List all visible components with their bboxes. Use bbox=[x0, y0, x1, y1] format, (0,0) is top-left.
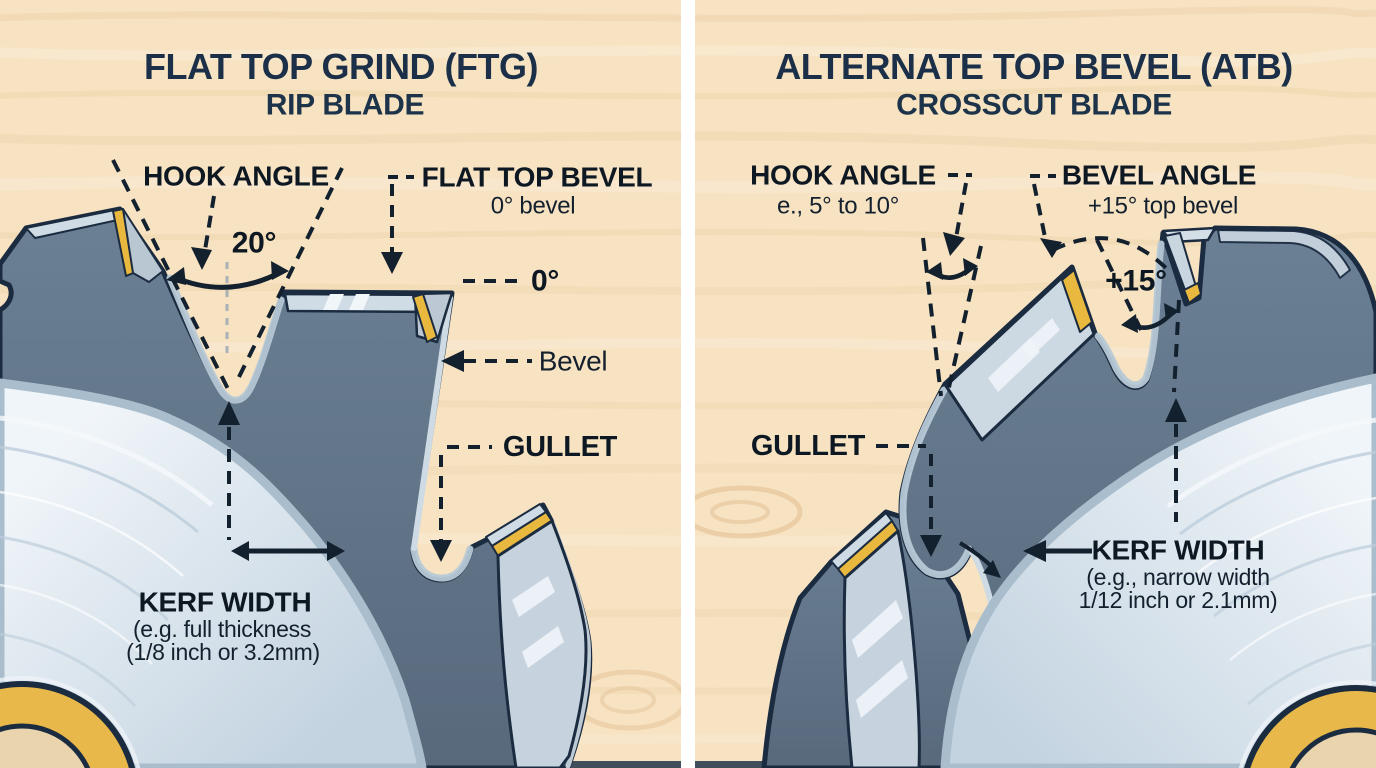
kerf-up-arrowhead bbox=[1165, 398, 1187, 422]
atb-rim-highlight bbox=[1217, 229, 1351, 279]
panel-divider bbox=[681, 0, 695, 768]
bevel-angle-arrowhead bbox=[1040, 238, 1062, 258]
atb-annotations bbox=[876, 173, 1187, 578]
ftg-kerf-width-label: KERF WIDTH bbox=[138, 586, 312, 618]
ftg-blade-illustration bbox=[0, 206, 593, 768]
ftg-kerf-width-line3: (1/8 inch or 3.2mm) bbox=[126, 638, 320, 665]
ftg-subtitle: RIP BLADE bbox=[265, 88, 425, 122]
ftg-zero-deg-label: 0° bbox=[530, 264, 560, 298]
bevel-v-line-left bbox=[1095, 239, 1143, 331]
ftg-tooth1-tip bbox=[122, 208, 164, 283]
ftg-hook-angle-label: HOOK ANGLE bbox=[143, 160, 329, 192]
atb-arbor-hole bbox=[1238, 680, 1376, 768]
hook-angle-arrowhead bbox=[191, 247, 212, 270]
bevel-angle-arc-line bbox=[1052, 236, 1172, 274]
kerf-up-arrowhead bbox=[218, 401, 240, 425]
ftg-gullet-label: GULLET bbox=[502, 430, 618, 463]
hook-angle-pointer-line bbox=[954, 182, 968, 239]
ftg-title: FLAT TOP GRIND (FTG) bbox=[144, 46, 538, 88]
atb-bevel-angle-value: +15° bbox=[1105, 264, 1167, 298]
atb-kerf-width-label: KERF WIDTH bbox=[1091, 534, 1265, 566]
bevel-v-line-right bbox=[1172, 299, 1181, 393]
ftg-tooth2-carbide-gold bbox=[412, 293, 438, 343]
atb-title: ALTERNATE TOP BEVEL (ATB) bbox=[775, 46, 1293, 88]
ftg-bevel-label: Bevel bbox=[538, 345, 608, 377]
atb-mid-tooth-carbide-gold bbox=[1061, 269, 1093, 333]
atb-bevel-angle-label: BEVEL ANGLE bbox=[1061, 159, 1257, 191]
bevel-angle-pointer-line bbox=[1032, 183, 1048, 243]
ftg-hook-angle-value: 20° bbox=[231, 226, 277, 260]
atb-hook-angle-sub: e., 5° to 10° bbox=[776, 192, 900, 220]
atb-fang-carbide-gold bbox=[1183, 282, 1202, 304]
gullet-arrowhead bbox=[430, 540, 452, 562]
ftg-flat-top-bevel-label: FLAT TOP BEVEL bbox=[421, 161, 653, 193]
ftg-kerf-width-line2: (e.g. full thickness bbox=[132, 615, 312, 642]
hook-angle-dashed-line-right bbox=[945, 245, 983, 397]
ftg-annotations bbox=[111, 159, 532, 562]
atb-hook-angle-label: HOOK ANGLE bbox=[750, 159, 936, 191]
flat-top-bevel-arrowhead bbox=[381, 252, 403, 274]
atb-bevel-angle-sub: +15° top bevel bbox=[1087, 192, 1239, 220]
hook-angle-dashed-line-left bbox=[921, 237, 943, 397]
atb-kerf-width-line2: (e.g., narrow width bbox=[1086, 563, 1270, 590]
ftg-arbor-hole bbox=[0, 676, 141, 768]
atb-subtitle: CROSSCUT BLADE bbox=[896, 88, 1172, 122]
hook-angle-dashed-line-right bbox=[234, 167, 344, 384]
ftg-disc-streaks bbox=[0, 415, 214, 753]
atb-kerf-width-line3: 1/12 inch or 2.1mm) bbox=[1078, 586, 1278, 613]
hook-angle-arrowhead bbox=[943, 232, 965, 256]
ftg-flat-top-bevel-sub: 0° bevel bbox=[490, 192, 576, 220]
gullet-arrowhead bbox=[920, 535, 942, 557]
ftg-blade-disc bbox=[0, 378, 427, 768]
atb-blade-disc bbox=[940, 373, 1376, 768]
ftg-tooth-facets bbox=[25, 208, 588, 768]
atb-tooth-facets bbox=[830, 226, 1351, 768]
atb-blade-illustration bbox=[761, 225, 1376, 768]
atb-gullet-label: GULLET bbox=[750, 429, 866, 462]
hook-angle-pointer-line bbox=[202, 195, 216, 257]
atb-disc-streaks bbox=[1166, 417, 1376, 751]
bevel-arrowhead bbox=[441, 350, 464, 372]
